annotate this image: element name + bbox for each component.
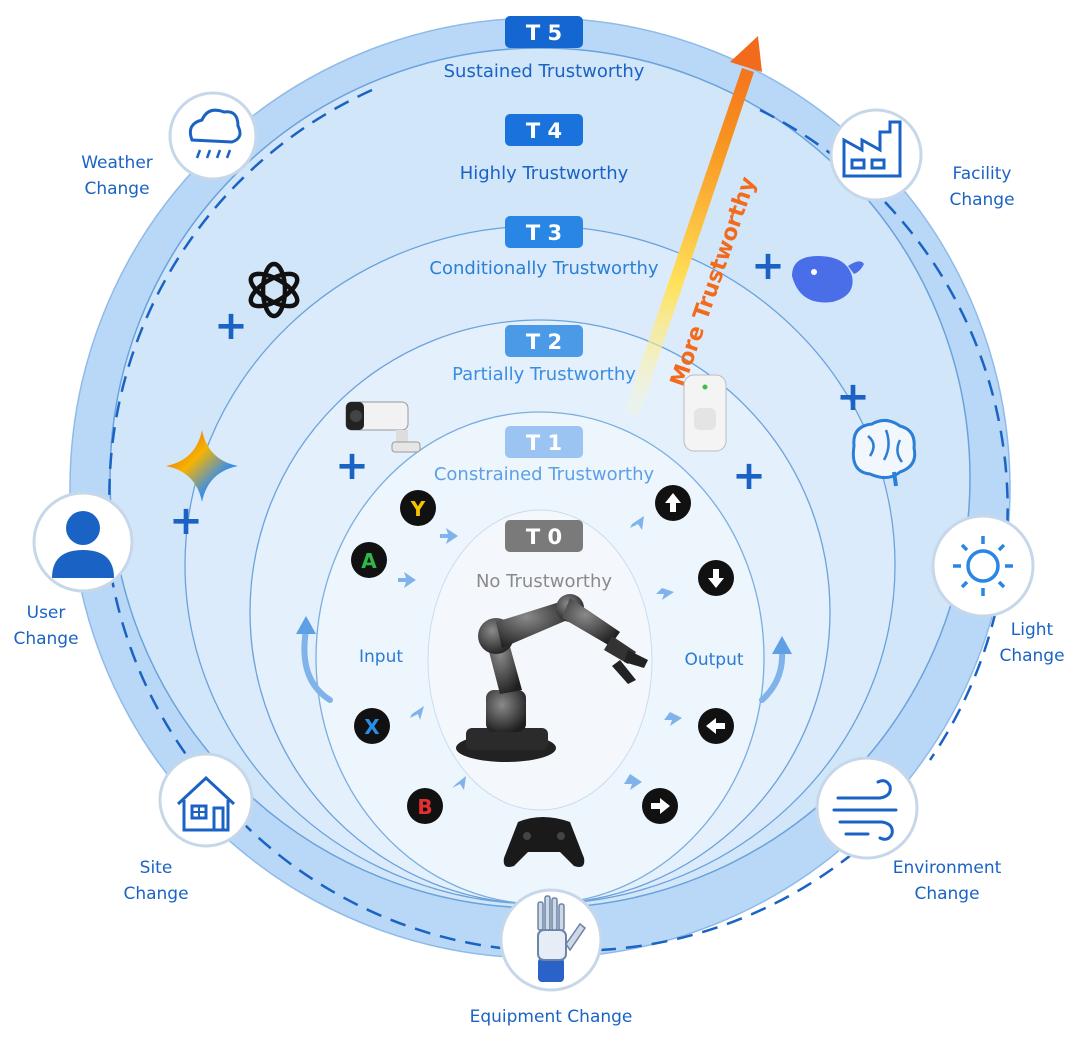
badge-t4 <box>505 114 583 146</box>
cloud-rain-icon <box>188 108 242 159</box>
arrow-right-icon <box>642 788 678 824</box>
change-weather: Weather Change <box>81 91 258 199</box>
robot-arm-icon <box>456 594 648 762</box>
b-button-label: B <box>417 795 432 819</box>
gemini-logo-icon <box>166 430 238 502</box>
equipment-change-label: Equipment Change <box>470 1007 633 1027</box>
plus-sign-icon: + <box>732 453 766 499</box>
site-change-line1: Site <box>140 858 173 878</box>
plus-signs: + + + + + + <box>169 243 870 544</box>
brain-icon <box>851 419 917 487</box>
weather-change-line1: Weather <box>81 153 153 173</box>
openai-logo-icon <box>248 261 300 319</box>
facility-change-line2: Change <box>949 190 1014 210</box>
gamepad-icon <box>503 817 585 867</box>
plus-sign-icon: + <box>335 443 369 489</box>
user-icon <box>52 511 114 578</box>
sun-icon <box>953 536 1013 596</box>
arrow-left-icon <box>698 708 734 744</box>
badge-t2-text: T 2 <box>526 330 562 354</box>
badge-t4-text: T 4 <box>526 119 562 143</box>
badge-t5-text: T 5 <box>526 21 562 45</box>
curved-arrows <box>296 616 792 703</box>
badge-t1-text: T 1 <box>526 431 562 455</box>
x-button-label: X <box>364 715 380 739</box>
tier-t0-name: No Trustworthy <box>476 571 612 592</box>
change-facility: Facility Change <box>829 108 1015 210</box>
controller-button-b: B <box>407 788 443 824</box>
site-change-line2: Change <box>123 884 188 904</box>
wind-icon <box>832 779 898 841</box>
controller-button-x: X <box>354 708 390 744</box>
tier-t3: T 3 Conditionally Trustworthy <box>429 216 659 279</box>
tier-t5: T 5 Sustained Trustworthy <box>444 16 645 82</box>
badge-t0 <box>505 520 583 552</box>
arrow-down-icon <box>698 560 734 596</box>
tier-t2-name: Partially Trustworthy <box>452 364 636 385</box>
user-change-line2: Change <box>13 629 78 649</box>
tier-t5-name: Sustained Trustworthy <box>444 61 645 82</box>
controller-button-y: Y <box>400 490 436 526</box>
ring-t0 <box>427 509 653 811</box>
plus-sign-icon: + <box>214 303 248 349</box>
controller-button-a: A <box>351 542 387 578</box>
tier-t0: T 0 No Trustworthy <box>476 520 612 592</box>
change-user: User Change <box>13 491 134 649</box>
security-camera-icon <box>345 401 421 453</box>
tier-t4-name: Highly Trustworthy <box>460 163 629 184</box>
light-change-line1: Light <box>1011 620 1054 640</box>
plus-sign-icon: + <box>751 243 785 289</box>
tier-t3-name: Conditionally Trustworthy <box>429 258 658 279</box>
input-label: Input <box>359 647 403 667</box>
change-environment: Environment Change <box>815 756 1002 904</box>
badge-t0-text: T 0 <box>526 525 562 549</box>
motion-sensor-icon <box>683 374 727 452</box>
badge-t5 <box>505 16 583 48</box>
arrow-up-icon <box>655 485 691 521</box>
badge-t1 <box>505 426 583 458</box>
change-site: Site Change <box>123 752 254 904</box>
change-equipment: Equipment Change <box>470 888 633 1027</box>
light-change-line2: Change <box>999 646 1064 666</box>
tier-t2: T 2 Partially Trustworthy <box>452 325 636 385</box>
tier-t1-name: Constrained Trustworthy <box>434 464 655 485</box>
output-label: Output <box>684 650 743 670</box>
weather-change-line2: Change <box>84 179 149 199</box>
house-icon <box>176 775 236 832</box>
environment-change-line2: Change <box>914 884 979 904</box>
y-button-label: Y <box>410 497 426 521</box>
plus-sign-icon: + <box>169 498 203 544</box>
robot-hand-icon <box>537 895 587 982</box>
flow-arrows <box>398 516 682 790</box>
badge-t3-text: T 3 <box>526 221 562 245</box>
plus-sign-icon: + <box>836 374 870 420</box>
change-light: Light Change <box>931 514 1065 666</box>
environment-change-line1: Environment <box>893 858 1002 878</box>
deepseek-logo-icon <box>792 256 864 303</box>
factory-icon <box>842 120 902 178</box>
badge-t3 <box>505 216 583 248</box>
badge-t2 <box>505 325 583 357</box>
user-change-line1: User <box>27 603 66 623</box>
facility-change-line1: Facility <box>953 164 1012 184</box>
tier-t4: T 4 Highly Trustworthy <box>460 114 629 184</box>
tier-t1: T 1 Constrained Trustworthy <box>434 426 655 485</box>
a-button-label: A <box>361 549 377 573</box>
